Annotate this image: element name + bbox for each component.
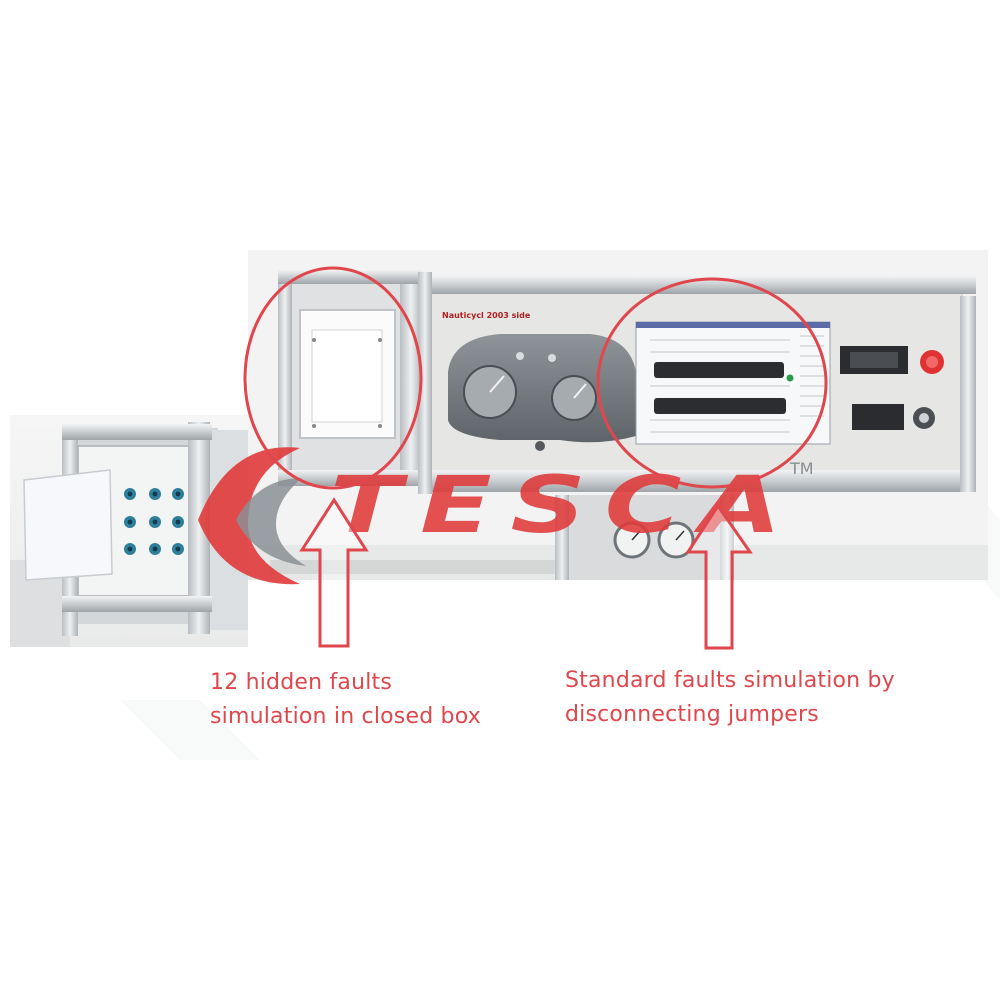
highlight-ellipse-jumpers	[596, 277, 828, 489]
brand-watermark: TESCA TM	[198, 447, 814, 585]
hidden-faults-callout: 12 hidden faults simulation in closed bo…	[210, 666, 481, 734]
jumper-row-top	[654, 362, 784, 378]
indicator-lamp	[913, 407, 935, 429]
standard-faults-line-1: Standard faults simulation by	[565, 668, 895, 693]
main-panel-photo: Nauticycl 2003 side	[248, 250, 988, 580]
hidden-faults-line-2: simulation in closed box	[210, 704, 481, 729]
instrument-cluster	[448, 334, 636, 451]
ignition-switch-block	[840, 346, 908, 374]
standard-faults-line-2: disconnecting jumpers	[565, 702, 819, 727]
brand-wordmark: TESCA	[330, 461, 800, 551]
pressure-gauge-right	[657, 521, 695, 559]
standard-faults-callout: Standard faults simulation by disconnect…	[565, 664, 895, 732]
hidden-faults-line-1: 12 hidden faults	[210, 670, 393, 695]
pressure-gauge-left	[613, 521, 651, 559]
relay-block	[852, 404, 904, 430]
up-arrow-icon-right	[685, 503, 753, 650]
trademark-symbol: TM	[789, 459, 814, 478]
fault-socket-grid	[124, 488, 184, 555]
jumper-row-bottom	[654, 398, 786, 414]
brand-swoosh-icon	[198, 447, 306, 585]
emergency-stop-button	[920, 350, 944, 374]
up-arrow-icon-left	[299, 497, 369, 648]
panel-model-label: Nauticycl 2003 side	[442, 311, 531, 320]
highlight-ellipse-closed-box	[243, 266, 423, 490]
jumper-diagram-board	[635, 321, 831, 445]
